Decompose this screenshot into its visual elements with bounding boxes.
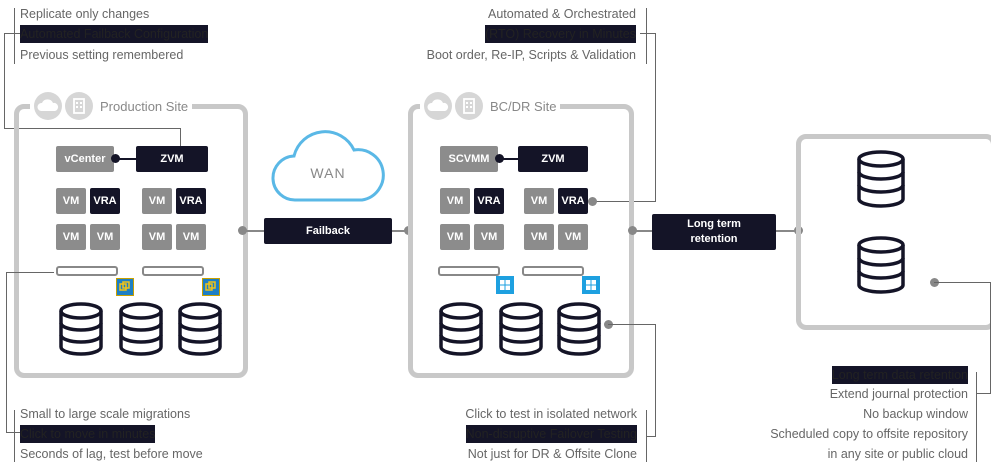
bcdr-bottom-note-3: Not just for DR & Offsite Clone [467, 447, 637, 461]
bcdr-zvm-box: ZVM [518, 146, 588, 172]
server-icon [142, 266, 204, 276]
vm-box: VM [176, 224, 206, 250]
vmware-icon [116, 278, 134, 296]
windows-icon [582, 276, 600, 294]
retention-bracket [976, 372, 977, 462]
vra-box: VRA [474, 188, 504, 214]
production-site-header: Production Site [30, 92, 193, 122]
vm-box: VM [474, 224, 504, 250]
retention-site-frame [796, 134, 991, 330]
database-icon [499, 302, 543, 356]
production-bottom-connector [6, 272, 7, 432]
database-icon [557, 302, 601, 356]
vm-box: VM [440, 188, 470, 214]
retention-note-2: Extend journal protection [829, 387, 968, 401]
wan-label: WAN [310, 165, 346, 181]
building-icon [65, 92, 93, 120]
database-icon [857, 150, 905, 208]
production-bottom-note-3: Seconds of lag, test before move [20, 447, 203, 461]
vm-box: VM [142, 188, 172, 214]
database-icon [439, 302, 483, 356]
vm-box: VM [440, 224, 470, 250]
vm-box: VM [558, 224, 588, 250]
production-note-1: Replicate only changes [20, 7, 150, 21]
server-icon [438, 266, 500, 276]
vm-box: VM [524, 224, 554, 250]
vm-box: VM [90, 224, 120, 250]
vcenter-box: vCenter [56, 146, 114, 172]
production-note-bracket [14, 8, 15, 64]
cloud-icon [424, 92, 452, 120]
bcdr-note-bracket [646, 8, 647, 64]
bcdr-bottom-note-1: Click to test in isolated network [465, 407, 637, 421]
retention-note-3: No backup window [863, 407, 968, 421]
production-bottom-note-2: Click to move in minutes [20, 425, 156, 443]
database-icon [178, 302, 222, 356]
long-term-retention-button[interactable]: Long term retention [652, 214, 776, 250]
vra-box: VRA [176, 188, 206, 214]
bcdr-bottom-note-2: Non-disruptive Failover Testing [465, 425, 637, 443]
bcdr-site-header: BC/DR Site [420, 92, 561, 122]
vra-box: VRA [90, 188, 120, 214]
retention-note-5: in any site or public cloud [827, 447, 968, 461]
windows-icon [496, 276, 514, 294]
retention-note-4: Scheduled copy to offsite repository [770, 427, 968, 441]
database-icon [857, 236, 905, 294]
production-zvm-box: ZVM [136, 146, 208, 172]
failback-button[interactable]: Failback [264, 218, 392, 244]
vm-box: VM [524, 188, 554, 214]
vm-box: VM [56, 224, 86, 250]
production-note-2: Automated Failback Configuration [20, 25, 209, 43]
database-icon [119, 302, 163, 356]
vmware-icon [202, 278, 220, 296]
retention-note-1: Long term data retention [831, 366, 968, 384]
long-term-label-line1: Long term [687, 218, 741, 230]
vm-box: VM [142, 224, 172, 250]
wan-cloud-icon [271, 130, 385, 202]
bcdr-site-title: BC/DR Site [490, 98, 557, 114]
server-icon [56, 266, 118, 276]
building-icon [455, 92, 483, 120]
scvmm-box: SCVMM [440, 146, 498, 172]
vm-box: VM [56, 188, 86, 214]
database-icon [59, 302, 103, 356]
server-icon [522, 266, 584, 276]
cloud-icon [34, 92, 62, 120]
bcdr-note-3: Boot order, Re-IP, Scripts & Validation [426, 48, 636, 62]
bcdr-note-2: (RTO) Recovery in Minutes [485, 25, 636, 43]
vra-box: VRA [558, 188, 588, 214]
production-bottom-note-1: Small to large scale migrations [20, 407, 191, 421]
bcdr-note-1: Automated & Orchestrated [488, 7, 636, 21]
production-note-connector [4, 33, 5, 128]
production-note-3: Previous setting remembered [20, 48, 184, 62]
long-term-label-line2: retention [690, 233, 738, 245]
production-site-title: Production Site [100, 98, 189, 114]
